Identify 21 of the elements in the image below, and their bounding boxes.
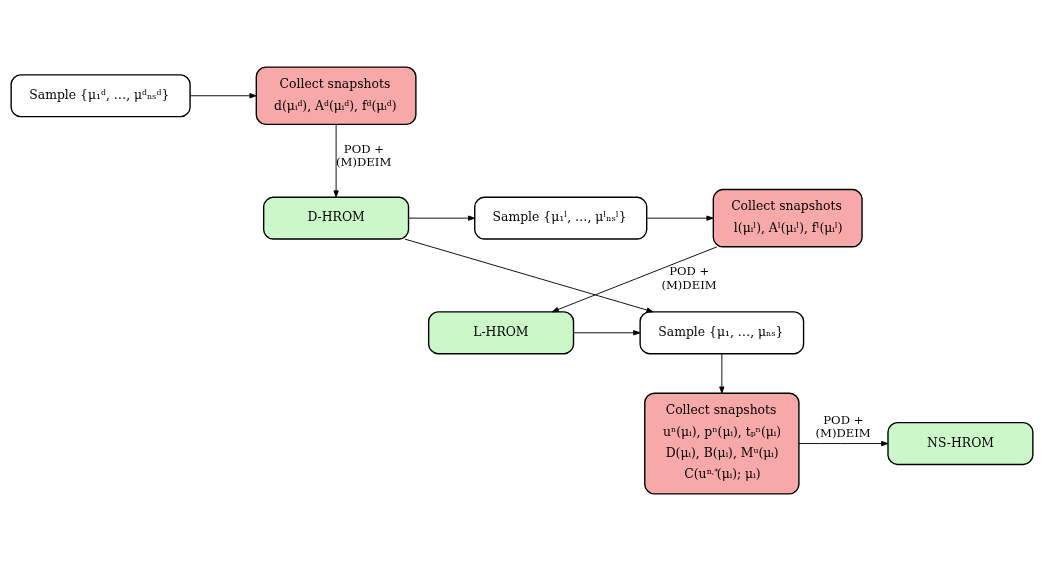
node-box: Collect snapshots d(μᵢᵈ), Aᵈ(μᵢᵈ), fᵈ(μᵢᵈ) bbox=[255, 66, 417, 126]
node-box: NS-HROM bbox=[887, 421, 1034, 466]
arrow bbox=[573, 330, 641, 336]
node-box: Collect snapshots uⁿ(μᵢ), pⁿ(μᵢ), tₚⁿ(μᵢ) D(μᵢ), B(μᵢ), Mᵘ(μᵢ) C(u$^{n,*}$(μᵢ); μᵢ) bbox=[644, 392, 800, 495]
edge-label: POD + (M)DEIM bbox=[815, 413, 871, 441]
node-box: Sample {μ₁ᵈ, …, μᵈₙₛᵈ} bbox=[10, 74, 191, 118]
arrow bbox=[333, 124, 339, 198]
arrow bbox=[408, 215, 476, 221]
arrow bbox=[551, 246, 718, 313]
node-box: D-HROM bbox=[262, 196, 410, 240]
node-box: L-HROM bbox=[427, 311, 575, 355]
arrow bbox=[646, 215, 714, 221]
node-box: Sample {μ₁, …, μₙₛ} bbox=[639, 311, 805, 355]
arrow bbox=[404, 238, 654, 313]
node-box: Sample {μ₁ˡ, …, μˡₙₛˡ} bbox=[474, 196, 648, 240]
node-box: Collect snapshots l(μᵢˡ), Aˡ(μᵢˡ), fˡ(μᵢˡ) bbox=[712, 188, 863, 248]
arrow bbox=[719, 353, 725, 394]
edge-label: POD + (M)DEIM bbox=[661, 264, 717, 292]
arrow bbox=[798, 440, 889, 447]
arrow bbox=[189, 93, 257, 99]
edge-label: POD + (M)DEIM bbox=[336, 142, 392, 170]
